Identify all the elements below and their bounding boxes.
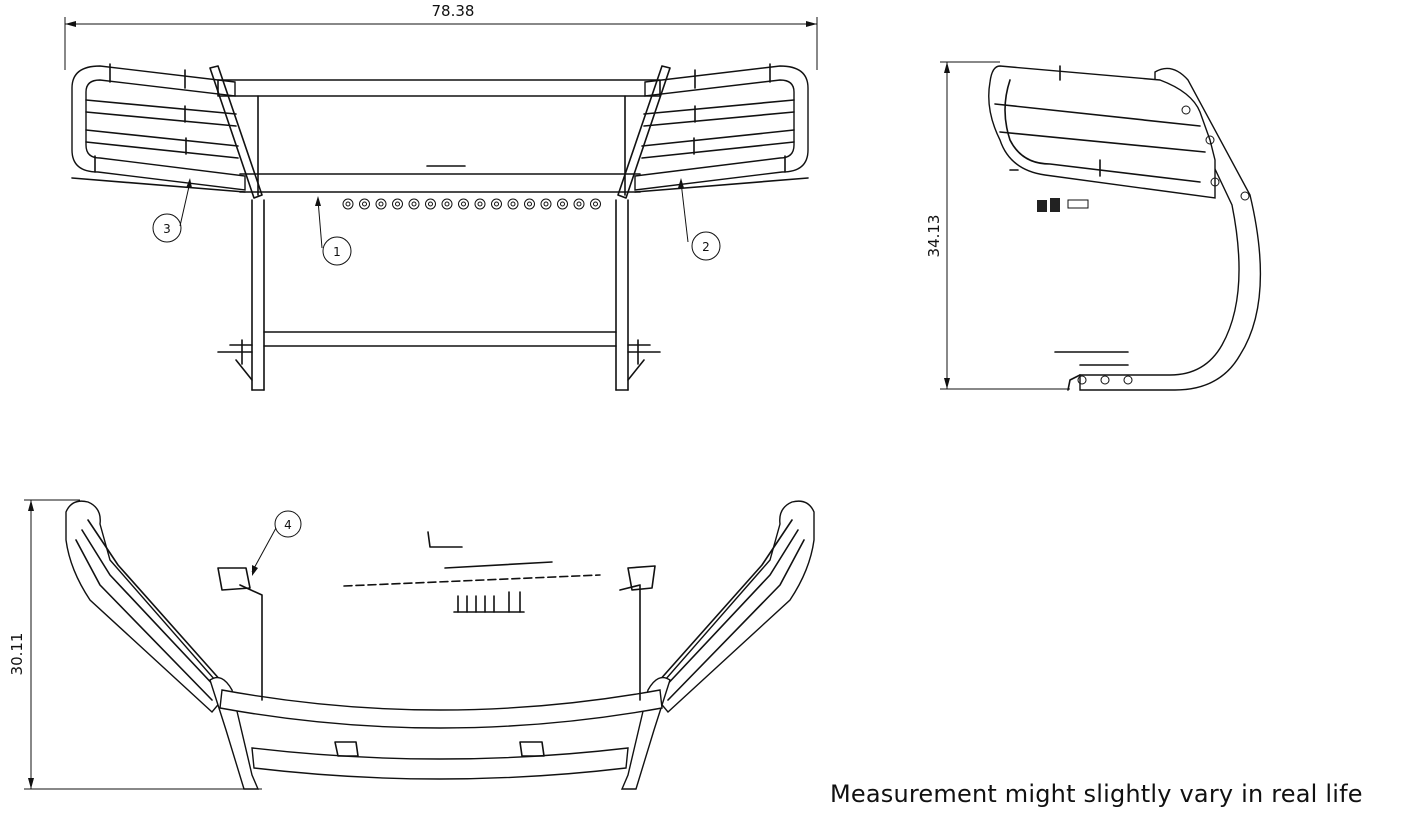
callout-1: 1	[315, 196, 352, 266]
washer-hole	[477, 201, 483, 207]
washer-ring	[491, 198, 502, 210]
callout-4-label: 4	[284, 518, 292, 532]
washer-ring	[375, 198, 387, 210]
washer-ring	[524, 198, 535, 210]
washer-hole	[362, 201, 367, 207]
washer-hole	[395, 201, 400, 207]
washer-hole	[527, 201, 532, 207]
side-height-dimension-label: 34.13	[925, 215, 943, 258]
callout-1-label: 1	[333, 245, 341, 259]
top-right-wing	[657, 500, 815, 714]
hardware-washers	[342, 198, 601, 210]
top-depth-dimension-label: 30.11	[8, 633, 26, 676]
top-center-frame	[209, 531, 671, 790]
washer-ring	[408, 198, 420, 210]
washer-ring	[474, 198, 486, 210]
width-dimension-label: 78.38	[432, 2, 475, 20]
side-profile	[988, 65, 1262, 391]
top-view: 30.11	[8, 499, 815, 790]
callout-2: 2	[678, 178, 721, 261]
callout-3-label: 3	[163, 222, 171, 236]
washer-hole	[378, 201, 384, 207]
washer-ring	[359, 198, 370, 210]
washer-hole	[461, 201, 466, 207]
right-wing	[634, 63, 809, 193]
depth-dimension-line	[24, 499, 262, 790]
callout-4: 4	[251, 510, 302, 576]
washer-hole	[576, 201, 582, 207]
washer-ring	[392, 198, 403, 210]
top-left-wing	[65, 500, 223, 714]
washer-ring	[557, 198, 568, 210]
callout-3: 3	[152, 178, 192, 243]
washer-ring	[441, 198, 453, 210]
measurement-note: Measurement might slightly vary in real …	[830, 780, 1363, 808]
width-dimension-line	[64, 17, 818, 70]
washer-ring	[507, 198, 519, 210]
washer-hole	[411, 201, 417, 207]
washer-hole	[428, 201, 433, 207]
washer-hole	[510, 201, 516, 207]
callout-2-label: 2	[702, 240, 710, 254]
washer-hole	[444, 201, 450, 207]
washer-ring	[458, 198, 469, 210]
washer-ring	[342, 198, 354, 210]
left-wing	[71, 63, 246, 193]
washer-hole	[543, 201, 549, 207]
washer-ring	[425, 198, 436, 210]
washer-hole	[593, 201, 598, 207]
height-dimension-line	[940, 61, 1070, 390]
washer-hole	[560, 201, 565, 207]
washer-hole	[494, 201, 499, 207]
washer-ring	[540, 198, 552, 210]
washer-ring	[573, 198, 585, 210]
washer-hole	[345, 201, 351, 207]
front-view: 78.38	[64, 2, 818, 391]
side-view: 34.13	[925, 61, 1262, 391]
center-frame	[209, 65, 671, 391]
washer-ring	[590, 198, 601, 210]
